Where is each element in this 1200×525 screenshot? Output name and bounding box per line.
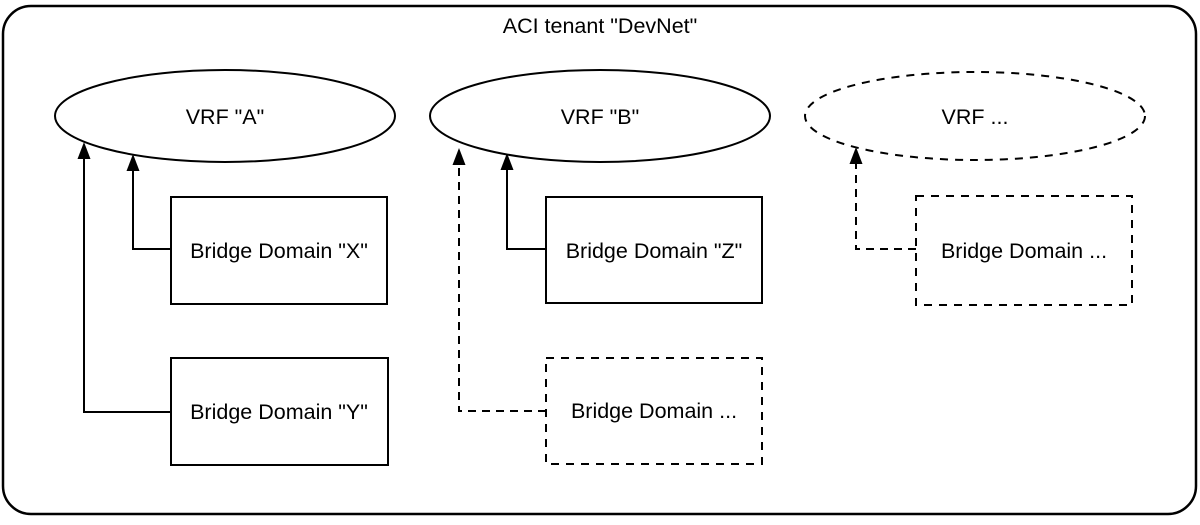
bridge-domain-x-box: [170, 196, 388, 305]
bridge-domain-dots3-box: [915, 195, 1133, 306]
vrf-dots-ellipse: [804, 71, 1146, 161]
bridge-domain-y-box: [170, 357, 389, 466]
bridge-domain-x-node: Bridge Domain "X": [170, 196, 388, 305]
bridge-domain-z-node: Bridge Domain "Z": [545, 196, 763, 304]
vrf-dots-node: VRF ...: [804, 71, 1146, 161]
arrowhead-bddots2-to-vrfb-icon: [452, 148, 466, 165]
bridge-domain-z-box: [545, 196, 763, 304]
bridge-domain-z-label: Bridge Domain "Z": [566, 239, 743, 263]
link-bdx-to-vrfa: [132, 171, 171, 250]
vrf-a-ellipse: [54, 69, 396, 163]
link-bdz-to-vrfb: [506, 170, 546, 250]
link-bddots2-to-vrfb: [458, 165, 546, 412]
bridge-domain-dots2-box: [545, 357, 763, 465]
vrf-b-node: VRF "B": [429, 69, 771, 163]
bridge-domain-dots2-node: Bridge Domain ...: [545, 357, 763, 465]
link-bdy-to-vrfa: [83, 159, 171, 413]
link-bddots3-to-vrfdots: [855, 164, 916, 250]
bridge-domain-y-node: Bridge Domain "Y": [170, 357, 389, 466]
bridge-domain-x-label: Bridge Domain "X": [190, 239, 368, 263]
arrowhead-bddots3-to-vrfdots-icon: [849, 147, 863, 164]
bridge-domain-dots2-label: Bridge Domain ...: [571, 399, 737, 423]
bridge-domain-dots3-label: Bridge Domain ...: [941, 239, 1107, 263]
vrf-a-node: VRF "A": [54, 69, 396, 163]
vrf-dots-label: VRF ...: [942, 105, 1009, 129]
arrowhead-bdy-to-vrfa-icon: [77, 142, 91, 159]
arrowhead-bdz-to-vrfb-icon: [500, 153, 514, 170]
vrf-b-ellipse: [429, 69, 771, 163]
diagram-title: ACI tenant "DevNet": [503, 14, 698, 38]
arrowhead-bdx-to-vrfa-icon: [126, 154, 140, 171]
vrf-b-label: VRF "B": [561, 105, 640, 129]
bridge-domain-y-label: Bridge Domain "Y": [190, 400, 368, 424]
vrf-a-label: VRF "A": [186, 105, 265, 129]
bridge-domain-dots3-node: Bridge Domain ...: [915, 195, 1133, 306]
